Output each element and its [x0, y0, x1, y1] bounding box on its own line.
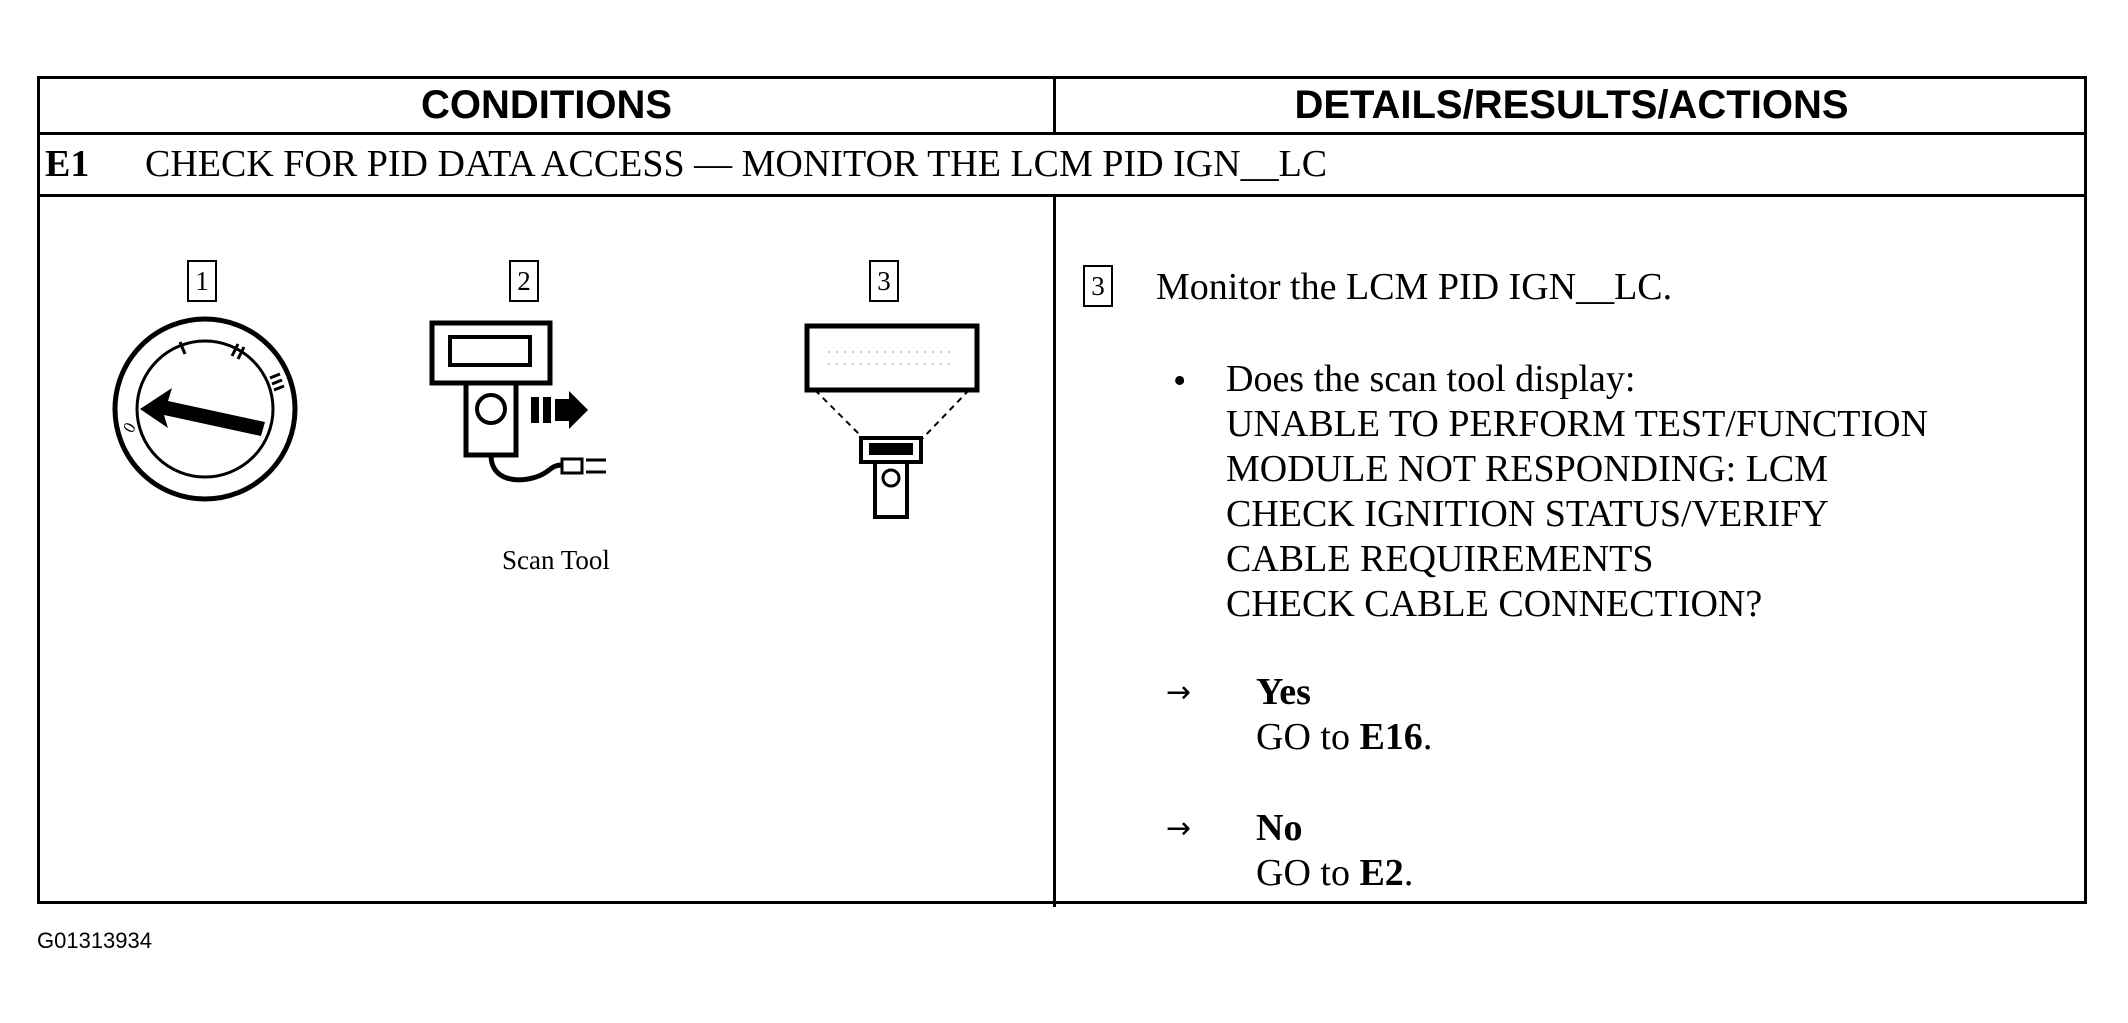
figure-2-number: 2: [509, 260, 539, 302]
no-arrow-icon: →: [1166, 811, 1192, 846]
header-divider: [40, 132, 2087, 135]
step-divider: [40, 194, 2087, 197]
no-action: GO to E2.: [1256, 852, 1414, 894]
scan-tool-display-icon: [804, 323, 980, 519]
svg-text:0: 0: [119, 419, 140, 436]
question-line-5: CABLE REQUIREMENTS: [1226, 538, 1654, 580]
step-title: CHECK FOR PID DATA ACCESS — MONITOR THE …: [145, 143, 1328, 185]
no-label: No: [1256, 807, 1303, 849]
column-divider-body: [1053, 197, 1056, 907]
figure-3-number: 3: [869, 260, 899, 302]
yes-action: GO to E16.: [1256, 716, 1433, 758]
ignition-switch-icon: 0: [112, 316, 298, 502]
detail-step-number: 3: [1083, 265, 1113, 307]
yes-target: E16: [1359, 716, 1423, 758]
conditions-header: CONDITIONS: [420, 83, 673, 127]
question-line-1: Does the scan tool display:: [1226, 358, 1636, 400]
instruction-text: Monitor the LCM PID IGN__LC.: [1156, 266, 1673, 308]
details-header: DETAILS/RESULTS/ACTIONS: [1294, 83, 1849, 127]
question-line-4: CHECK IGNITION STATUS/VERIFY: [1226, 493, 1829, 535]
diagnostic-table: CONDITIONS DETAILS/RESULTS/ACTIONS E1 CH…: [37, 76, 2087, 907]
column-divider-top: [1053, 79, 1056, 132]
no-target: E2: [1359, 852, 1404, 894]
scan-tool-caption: Scan Tool: [502, 545, 610, 575]
figure-1-number: 1: [187, 260, 217, 302]
step-row: E1 CHECK FOR PID DATA ACCESS — MONITOR T…: [40, 135, 2087, 194]
yes-arrow-icon: →: [1166, 675, 1192, 710]
question-line-6: CHECK CABLE CONNECTION?: [1226, 583, 1763, 625]
yes-label: Yes: [1256, 671, 1311, 713]
question-line-3: MODULE NOT RESPONDING: LCM: [1226, 448, 1829, 490]
scan-tool-connect-icon: [429, 320, 606, 483]
question-line-2: UNABLE TO PERFORM TEST/FUNCTION: [1226, 403, 1929, 445]
step-id: E1: [45, 143, 90, 185]
figure-id: G01313934: [37, 928, 152, 953]
bullet-icon: •: [1173, 360, 1187, 402]
